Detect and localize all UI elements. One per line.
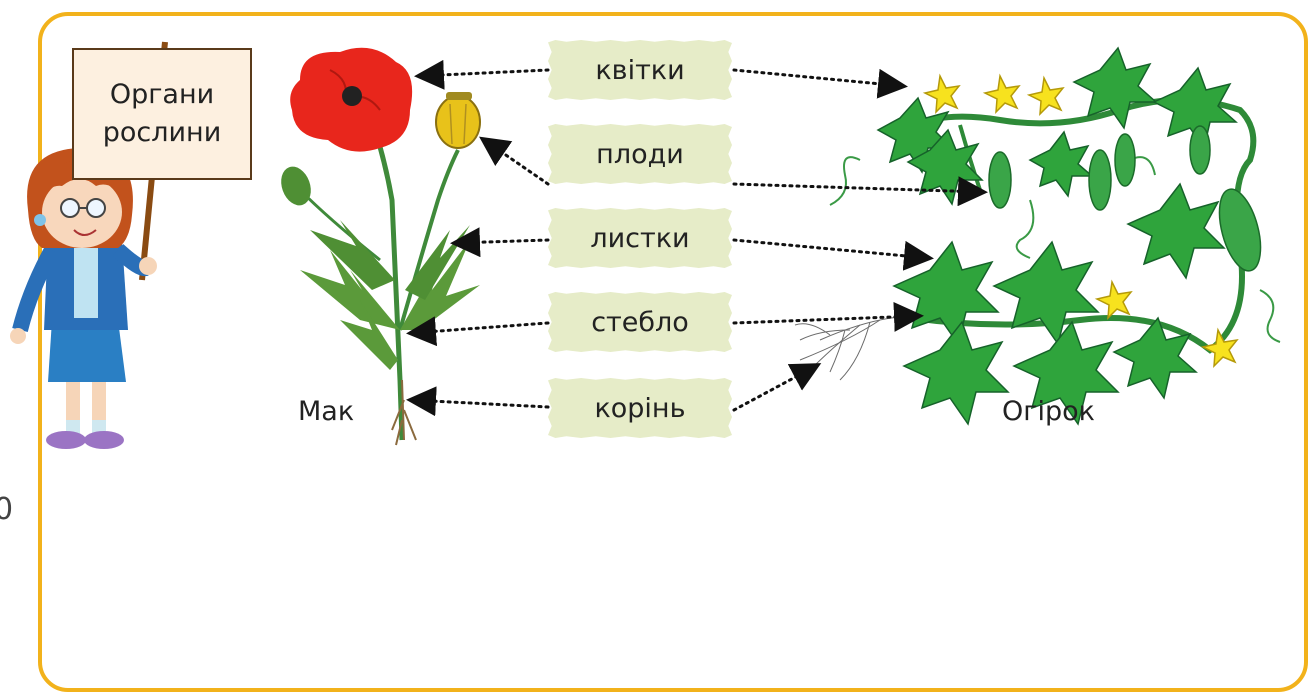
sign-line-2: рослини [103, 114, 222, 152]
arrow-flowers-poppy [420, 70, 548, 76]
label-leaves: листки [548, 208, 732, 268]
label-fruits: плоди [548, 124, 732, 184]
arrow-stem-cucumber [734, 316, 918, 323]
plant-name-cucumber: Огірок [1002, 396, 1095, 427]
plant-name-poppy: Мак [298, 396, 354, 427]
topic-sign: Органи рослини [72, 48, 252, 180]
arrow-flowers-cucumber [734, 70, 902, 86]
sign-line-1: Органи [110, 76, 214, 114]
label-flowers: квітки [548, 40, 732, 100]
arrow-leaves-cucumber [734, 240, 928, 258]
label-root: корінь [548, 378, 732, 438]
poppy-illustration [276, 48, 480, 445]
arrow-stem-poppy [412, 323, 548, 333]
arrow-root-cucumber [734, 366, 816, 410]
label-stem: стебло [548, 292, 732, 352]
arrow-fruits-poppy [484, 140, 548, 184]
cucumber-illustration [795, 48, 1280, 424]
arrow-root-poppy [412, 400, 548, 407]
